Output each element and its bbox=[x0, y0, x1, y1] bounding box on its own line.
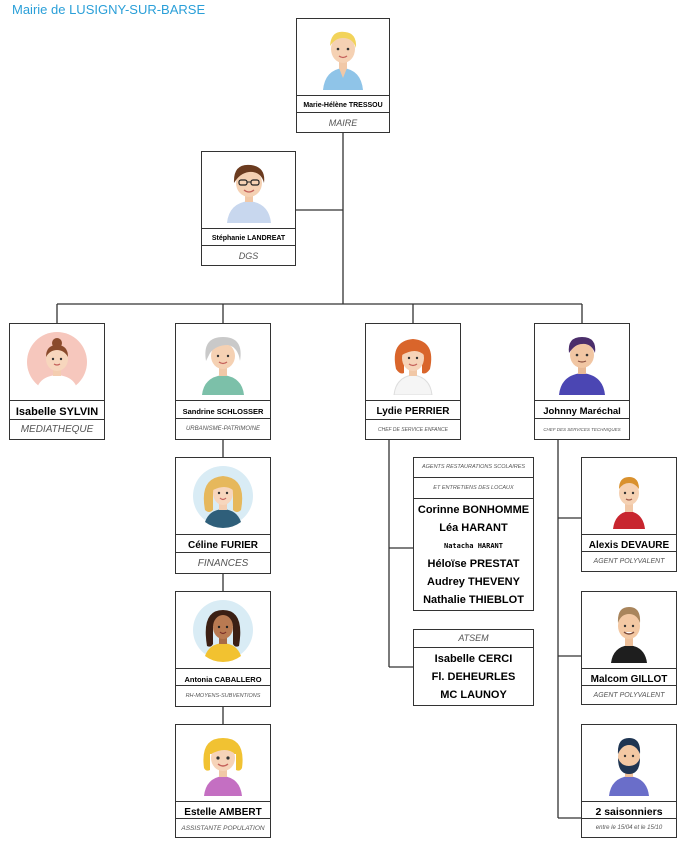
card-maire: Marie-Hélène TRESSOU MAIRE bbox=[296, 18, 390, 133]
card-name: 2 saisonniers bbox=[582, 801, 676, 822]
blonde-woman-avatar bbox=[297, 19, 389, 95]
card-name: Alexis DEVAURE bbox=[582, 534, 676, 555]
card-marechal: Johnny Maréchal CHEF DES SERVICES TECHNI… bbox=[534, 323, 630, 440]
card-name: Johnny Maréchal bbox=[535, 400, 629, 421]
box-header: ET ENTRETIENS DES LOCAUX bbox=[414, 478, 533, 499]
card-devaure: Alexis DEVAURE AGENT POLYVALENT bbox=[581, 457, 677, 572]
card-sylvin: Isabelle SYLVIN MEDIATHEQUE bbox=[9, 323, 105, 440]
card-name: Estelle AMBERT bbox=[176, 801, 270, 822]
card-perrier: Lydie PERRIER CHEF DE SERVICE ENFANCE bbox=[365, 323, 461, 440]
grey-haired-woman-avatar bbox=[176, 324, 270, 400]
list-item: Nathalie THIEBLOT bbox=[423, 594, 524, 606]
atsem-box: ATSEM Isabelle CERCI Fl. DEHEURLES MC LA… bbox=[413, 629, 534, 706]
card-role: FINANCES bbox=[176, 552, 270, 573]
card-role: DGS bbox=[202, 245, 295, 265]
card-name: Stéphanie LANDREAT bbox=[202, 228, 295, 248]
card-name: Sandrine SCHLOSSER bbox=[176, 400, 270, 421]
woman-glasses-avatar bbox=[202, 152, 295, 228]
list-item: Isabelle CERCI bbox=[434, 653, 513, 665]
card-name: Malcom GILLOT bbox=[582, 668, 676, 689]
card-furier: Céline FURIER FINANCES bbox=[175, 457, 271, 574]
card-dgs: Stéphanie LANDREAT DGS bbox=[201, 151, 296, 266]
blonde-curly-woman-avatar bbox=[176, 458, 270, 534]
young-man-red-shirt-avatar bbox=[582, 458, 676, 534]
card-role: MEDIATHEQUE bbox=[10, 419, 104, 439]
card-name: Céline FURIER bbox=[176, 534, 270, 555]
woman-bun-avatar bbox=[10, 324, 104, 400]
card-role: ASSISTANTE POPULATION bbox=[176, 818, 270, 837]
red-haired-woman-avatar bbox=[366, 324, 460, 400]
card-name: Lydie PERRIER bbox=[366, 400, 460, 422]
dark-haired-woman-avatar bbox=[176, 592, 270, 668]
card-role: AGENT POLYVALENT bbox=[582, 685, 676, 704]
page-title: Mairie de LUSIGNY-SUR-BARSE bbox=[12, 2, 206, 17]
box-header: ATSEM bbox=[414, 630, 533, 648]
list-item: Natacha HARANT bbox=[443, 542, 503, 550]
card-role: entre le 15/04 et le 15/10 bbox=[582, 818, 676, 837]
card-gillot: Malcom GILLOT AGENT POLYVALENT bbox=[581, 591, 677, 705]
card-role: AGENT POLYVALENT bbox=[582, 551, 676, 571]
card-name: Isabelle SYLVIN bbox=[10, 400, 104, 422]
card-schlosser: Sandrine SCHLOSSER URBANISME-PATRIMOINE bbox=[175, 323, 271, 440]
card-saisonniers: 2 saisonniers entre le 15/04 et le 15/10 bbox=[581, 724, 677, 838]
list-item: Corinne BONHOMME bbox=[417, 504, 530, 516]
restauration-box: AGENTS RESTAURATIONS SCOLAIRES ET ENTRET… bbox=[413, 457, 534, 611]
card-role: CHEF DE SERVICE ENFANCE bbox=[366, 419, 460, 439]
card-caballero: Antonia CABALLERO RH-MOYENS-SUBVENTIONS bbox=[175, 591, 271, 707]
man-beard-avatar bbox=[582, 592, 676, 668]
card-ambert: Estelle AMBERT ASSISTANTE POPULATION bbox=[175, 724, 271, 838]
card-role: URBANISME-PATRIMOINE bbox=[176, 418, 270, 439]
bearded-man-avatar bbox=[582, 725, 676, 801]
man-purple-hair-avatar bbox=[535, 324, 629, 400]
list-item: Fl. DEHEURLES bbox=[431, 671, 516, 683]
card-name: Antonia CABALLERO bbox=[176, 668, 270, 689]
box-header: AGENTS RESTAURATIONS SCOLAIRES bbox=[414, 458, 533, 478]
list-item: MC LAUNOY bbox=[440, 689, 507, 701]
card-role: MAIRE bbox=[297, 112, 389, 132]
blonde-bob-woman-avatar bbox=[176, 725, 270, 801]
card-name: Marie-Hélène TRESSOU bbox=[297, 95, 389, 115]
list-item: Léa HARANT bbox=[439, 522, 508, 534]
card-role: CHEF DES SERVICES TECHNIQUES bbox=[535, 418, 629, 439]
card-role: RH-MOYENS-SUBVENTIONS bbox=[176, 685, 270, 706]
list-item: Audrey THEVENY bbox=[427, 576, 520, 588]
list-item: Héloïse PRESTAT bbox=[427, 558, 520, 570]
